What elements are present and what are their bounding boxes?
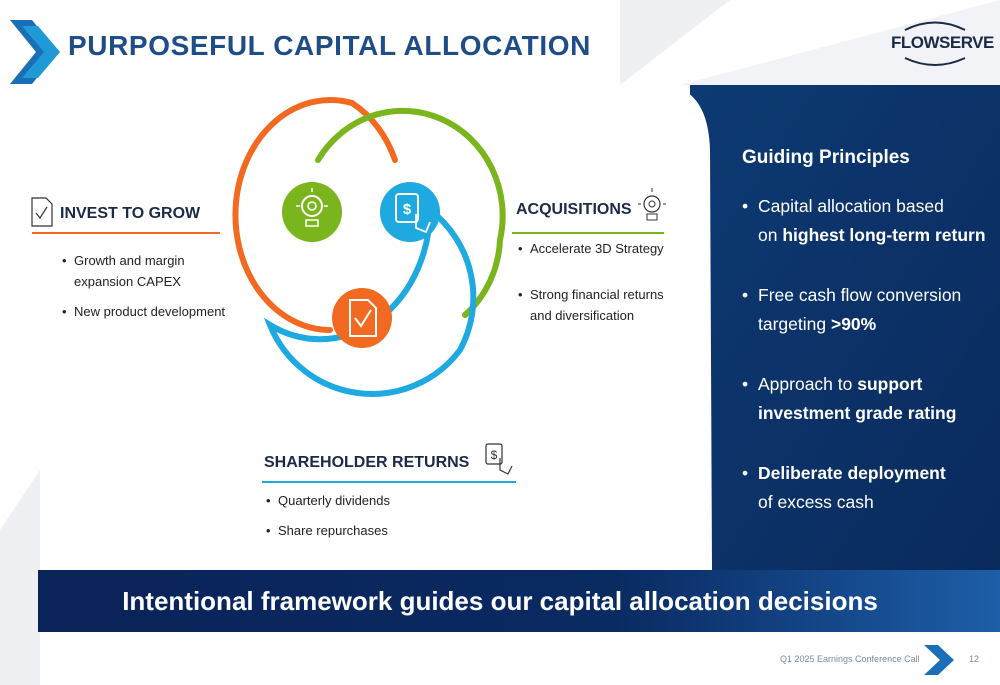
invest-document-icon [31,197,53,227]
flowserve-logo: FLOWSERVE [891,33,994,52]
guiding-title: Guiding Principles [742,147,910,168]
svg-text:$: $ [403,201,412,218]
title-chevron-icon [10,20,60,84]
returns-title: SHAREHOLDER RETURNS [264,454,470,471]
innovation-bulb-icon [282,182,342,242]
invest-title: INVEST TO GROW [60,205,201,222]
acquisitions-bullet-1: •Accelerate 3D Strategy [518,241,664,256]
acquisitions-underline [512,232,664,234]
dollar-touch-icon: $ [380,182,440,242]
page-title: PURPOSEFUL CAPITAL ALLOCATION [68,30,591,61]
returns-bullet-2: •Share repurchases [266,523,388,538]
decor-shape-top [620,0,730,85]
returns-bullet-1: •Quarterly dividends [266,493,390,508]
invest-bullet-2: •New product development [62,304,226,319]
invest-underline [32,232,220,234]
returns-underline [262,481,516,483]
footer-text: Q1 2025 Earnings Conference Call [780,654,920,664]
decor-shape-left [0,470,40,685]
flowserve-logo-icon [904,21,966,66]
banner-text: Intentional framework guides our capital… [122,586,878,616]
acquisitions-title: ACQUISITIONS [516,201,632,218]
svg-text:$: $ [491,448,498,462]
banner-bar [38,570,1000,632]
page-number: 12 [969,654,980,664]
document-check-icon [332,288,392,348]
footer-chevron-icon [924,645,954,675]
acquisitions-bulb-icon [638,188,666,221]
guiding-panel [690,85,1000,570]
returns-dollar-icon: $ [485,443,513,475]
